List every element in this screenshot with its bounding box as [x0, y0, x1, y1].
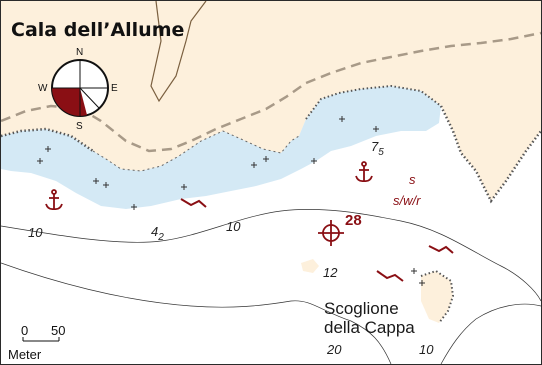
scale-bar: 0 50 Meter: [8, 323, 65, 362]
depth-label: 20: [326, 342, 342, 357]
rocks: [37, 116, 425, 286]
cliff-line-coast: [1, 127, 94, 153]
depth-label: 12: [323, 265, 338, 280]
compass-red-sector: [52, 88, 87, 116]
seabed-label: s/w/r: [393, 193, 421, 208]
cliff-line-point: [420, 269, 455, 324]
rock: [93, 178, 99, 184]
islet: [301, 259, 319, 273]
anchor-icon: [45, 189, 63, 211]
map-title: Cala dell’Allume: [11, 19, 184, 41]
cliff-line-middle: [305, 84, 442, 120]
depth-label: 10: [226, 219, 241, 234]
depth-contour-20b: [440, 303, 541, 364]
depth-label: 42: [151, 224, 164, 243]
rock: [419, 280, 425, 286]
depth-sub: 5: [378, 147, 384, 158]
compass-east-label: E: [111, 83, 118, 94]
scale-line: [22, 337, 60, 342]
seabed-label: s: [409, 172, 416, 187]
land-track: [1, 31, 541, 153]
anchor-stock: [45, 194, 63, 211]
rock: [131, 204, 137, 210]
depth-label: 75: [371, 139, 384, 158]
rock: [181, 184, 187, 190]
compass-rose: N S E W: [38, 47, 118, 132]
compass-south-label: S: [76, 121, 83, 132]
place-name-line1: Scoglione: [324, 299, 399, 318]
depth-main: 4: [151, 224, 158, 239]
land-road: [150, 1, 207, 103]
dive-spot-number: 28: [345, 212, 362, 229]
depth-sub: 2: [157, 232, 164, 243]
scale-end: 50: [51, 323, 65, 338]
scale-unit: Meter: [8, 347, 42, 362]
depth-main: 7: [371, 139, 379, 154]
seabed-feature: [428, 245, 454, 254]
rock: [263, 156, 269, 162]
seabed-feature: [376, 270, 404, 282]
rock: [411, 268, 417, 274]
compass-north-label: N: [76, 47, 83, 58]
rocky-point: [421, 271, 453, 323]
rock: [37, 158, 43, 164]
rock: [251, 162, 257, 168]
depth-label: 10: [419, 342, 434, 357]
rock: [103, 182, 109, 188]
rock: [373, 126, 379, 132]
shallow-water: [1, 86, 441, 209]
land-mainland: [1, 1, 541, 201]
rock: [339, 116, 345, 122]
rocky-shore-dots: [92, 130, 300, 172]
dive-spot-cross: [318, 220, 344, 246]
depth-label: 10: [28, 225, 43, 240]
compass-diagonal: [79, 87, 100, 109]
scale-start: 0: [21, 323, 28, 338]
depth-contour-20: [1, 262, 392, 364]
place-name-line2: della Cappa: [324, 318, 415, 337]
compass-west-label: W: [38, 83, 48, 94]
depth-contour-10: [1, 208, 541, 302]
seabed-feature: [180, 198, 207, 208]
anchor-icon: [355, 161, 373, 183]
rock: [45, 146, 51, 152]
rock: [311, 158, 317, 164]
dive-spot-icon: [318, 220, 344, 246]
anchor-stock: [355, 166, 373, 183]
